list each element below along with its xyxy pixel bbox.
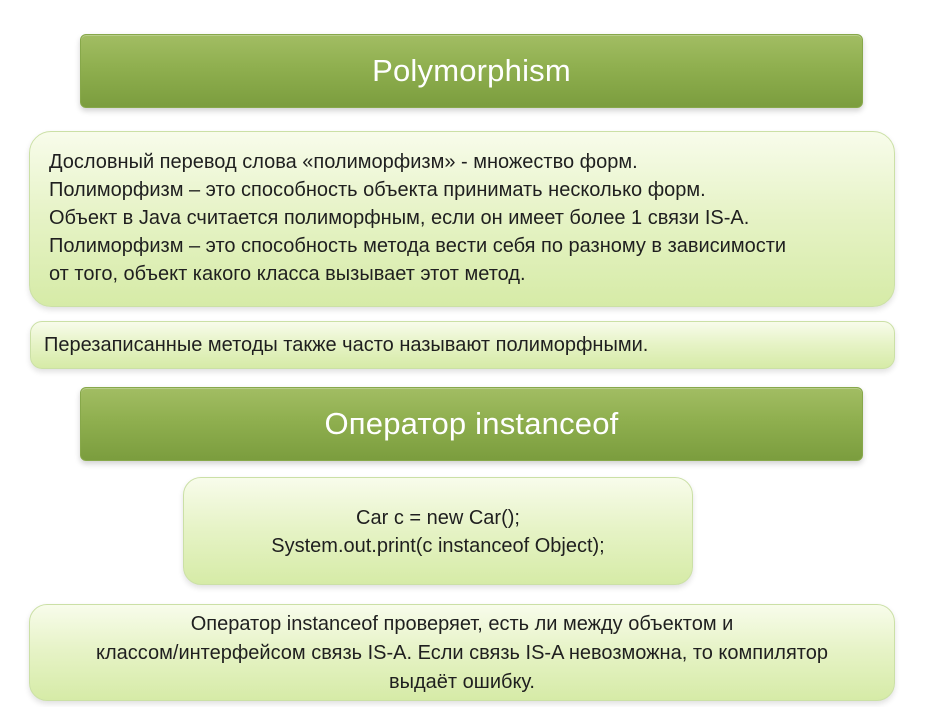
intro-line-3: Объект в Java считается полиморфным, есл… (49, 207, 750, 229)
intro-line-4: Полиморфизм – это способность метода вес… (49, 235, 787, 257)
polymorphism-intro-box: Дословный перевод слова «полиморфизм» - … (29, 131, 895, 307)
intro-line-2: Полиморфизм – это способность объекта пр… (49, 179, 706, 201)
polymorphism-title: Polymorphism (80, 34, 863, 108)
instanceof-title: Оператор instanceof (80, 387, 863, 461)
description-line-3: выдаёт ошибку. (389, 671, 535, 693)
description-line-2: классом/интерфейсом связь IS-A. Если свя… (96, 642, 828, 664)
instanceof-code-box: Car c = new Car(); System.out.print(c in… (183, 477, 693, 585)
description-line-1: Оператор instanceof проверяет, есть ли м… (190, 613, 734, 635)
overridden-note-text: Перезаписанные методы также часто называ… (44, 334, 649, 356)
code-line-1: Car c = new Car(); (356, 507, 520, 529)
overridden-methods-note: Перезаписанные методы также часто называ… (30, 321, 895, 369)
intro-line-1: Дословный перевод слова «полиморфизм» - … (49, 151, 638, 173)
intro-line-5: от того, объект какого класса вызывает э… (49, 263, 526, 285)
code-line-2: System.out.print(c instanceof Object); (271, 535, 605, 557)
instanceof-description-box: Оператор instanceof проверяет, есть ли м… (29, 604, 895, 701)
